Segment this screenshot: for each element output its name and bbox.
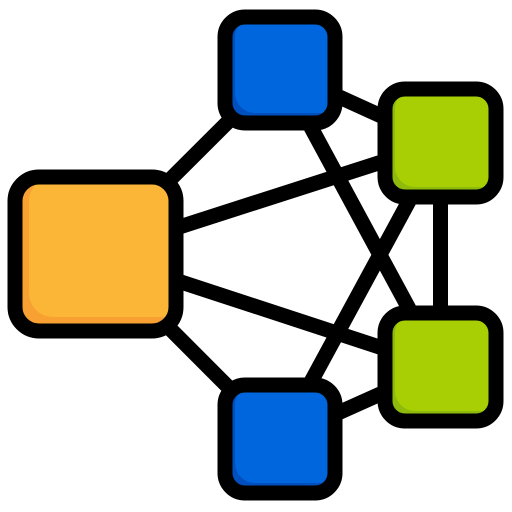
node-bottom-outline [217,377,343,501]
node-right-bottom [377,305,504,429]
node-right-bottom-outline [377,305,504,429]
node-hub [7,169,184,339]
node-hub-face [29,177,176,317]
node-right-top-face [395,89,496,187]
node-top-face [235,17,335,113]
node-bottom-face [235,385,335,483]
node-right-top-outline [377,81,504,205]
node-right-bottom-face [395,313,496,411]
node-top-outline [217,9,343,131]
node-top [217,9,343,131]
node-bottom [217,377,343,501]
node-hub-outline [7,169,184,339]
node-right-top [377,81,504,205]
network-nodes [7,9,504,501]
